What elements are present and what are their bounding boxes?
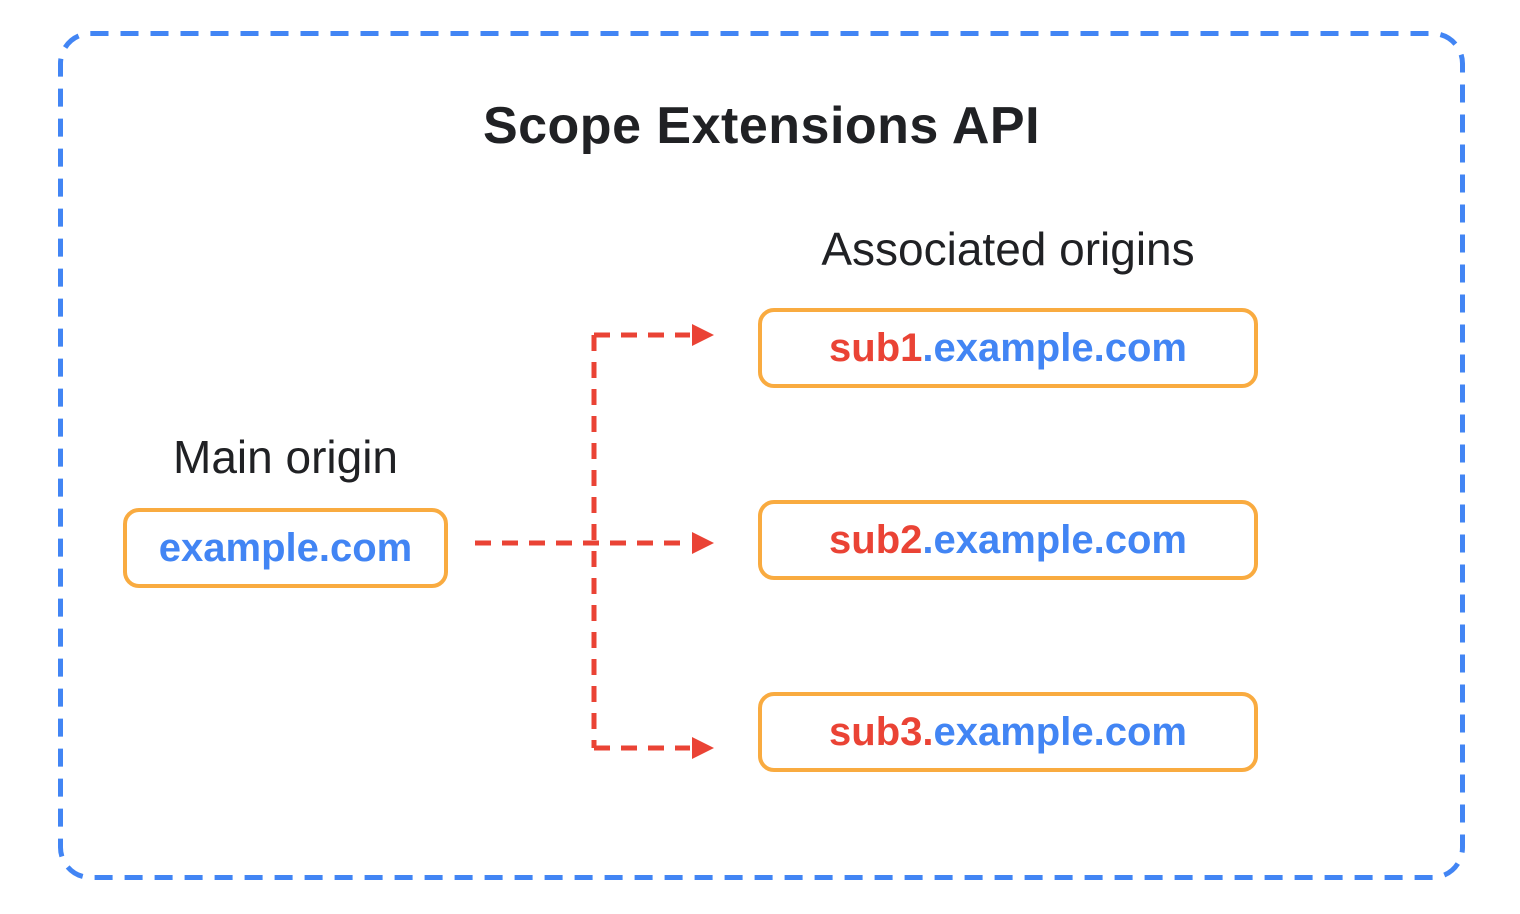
sub2-domain-blue-part: .example.com	[922, 517, 1187, 562]
associated-origins-label: Associated origins	[821, 223, 1195, 275]
diagram-title: Scope Extensions API	[482, 97, 1041, 155]
outer-dashed-border	[58, 31, 1465, 880]
associated-origin-box-sub3: sub3.example.com	[758, 692, 1258, 772]
sub1-domain-blue-part: .example.com	[922, 325, 1187, 370]
main-origin-label: Main origin	[173, 431, 398, 483]
associated-origin-box-sub2: sub2.example.com	[758, 500, 1258, 580]
main-origin-box: example.com	[123, 508, 448, 588]
sub2-domain-red-part: sub2	[829, 517, 923, 562]
associated-origin-box-sub1: sub1.example.com	[758, 308, 1258, 388]
sub1-domain-red-part: sub1	[829, 325, 923, 370]
sub3-domain-red-part: sub3.	[829, 709, 934, 754]
arrowhead-sub1-icon	[692, 324, 714, 346]
main-origin-domain: example.com	[158, 525, 413, 570]
sub3-domain-blue-part: example.com	[933, 709, 1187, 754]
arrowhead-sub3-icon	[692, 737, 714, 759]
arrowhead-sub2-icon	[692, 532, 714, 554]
